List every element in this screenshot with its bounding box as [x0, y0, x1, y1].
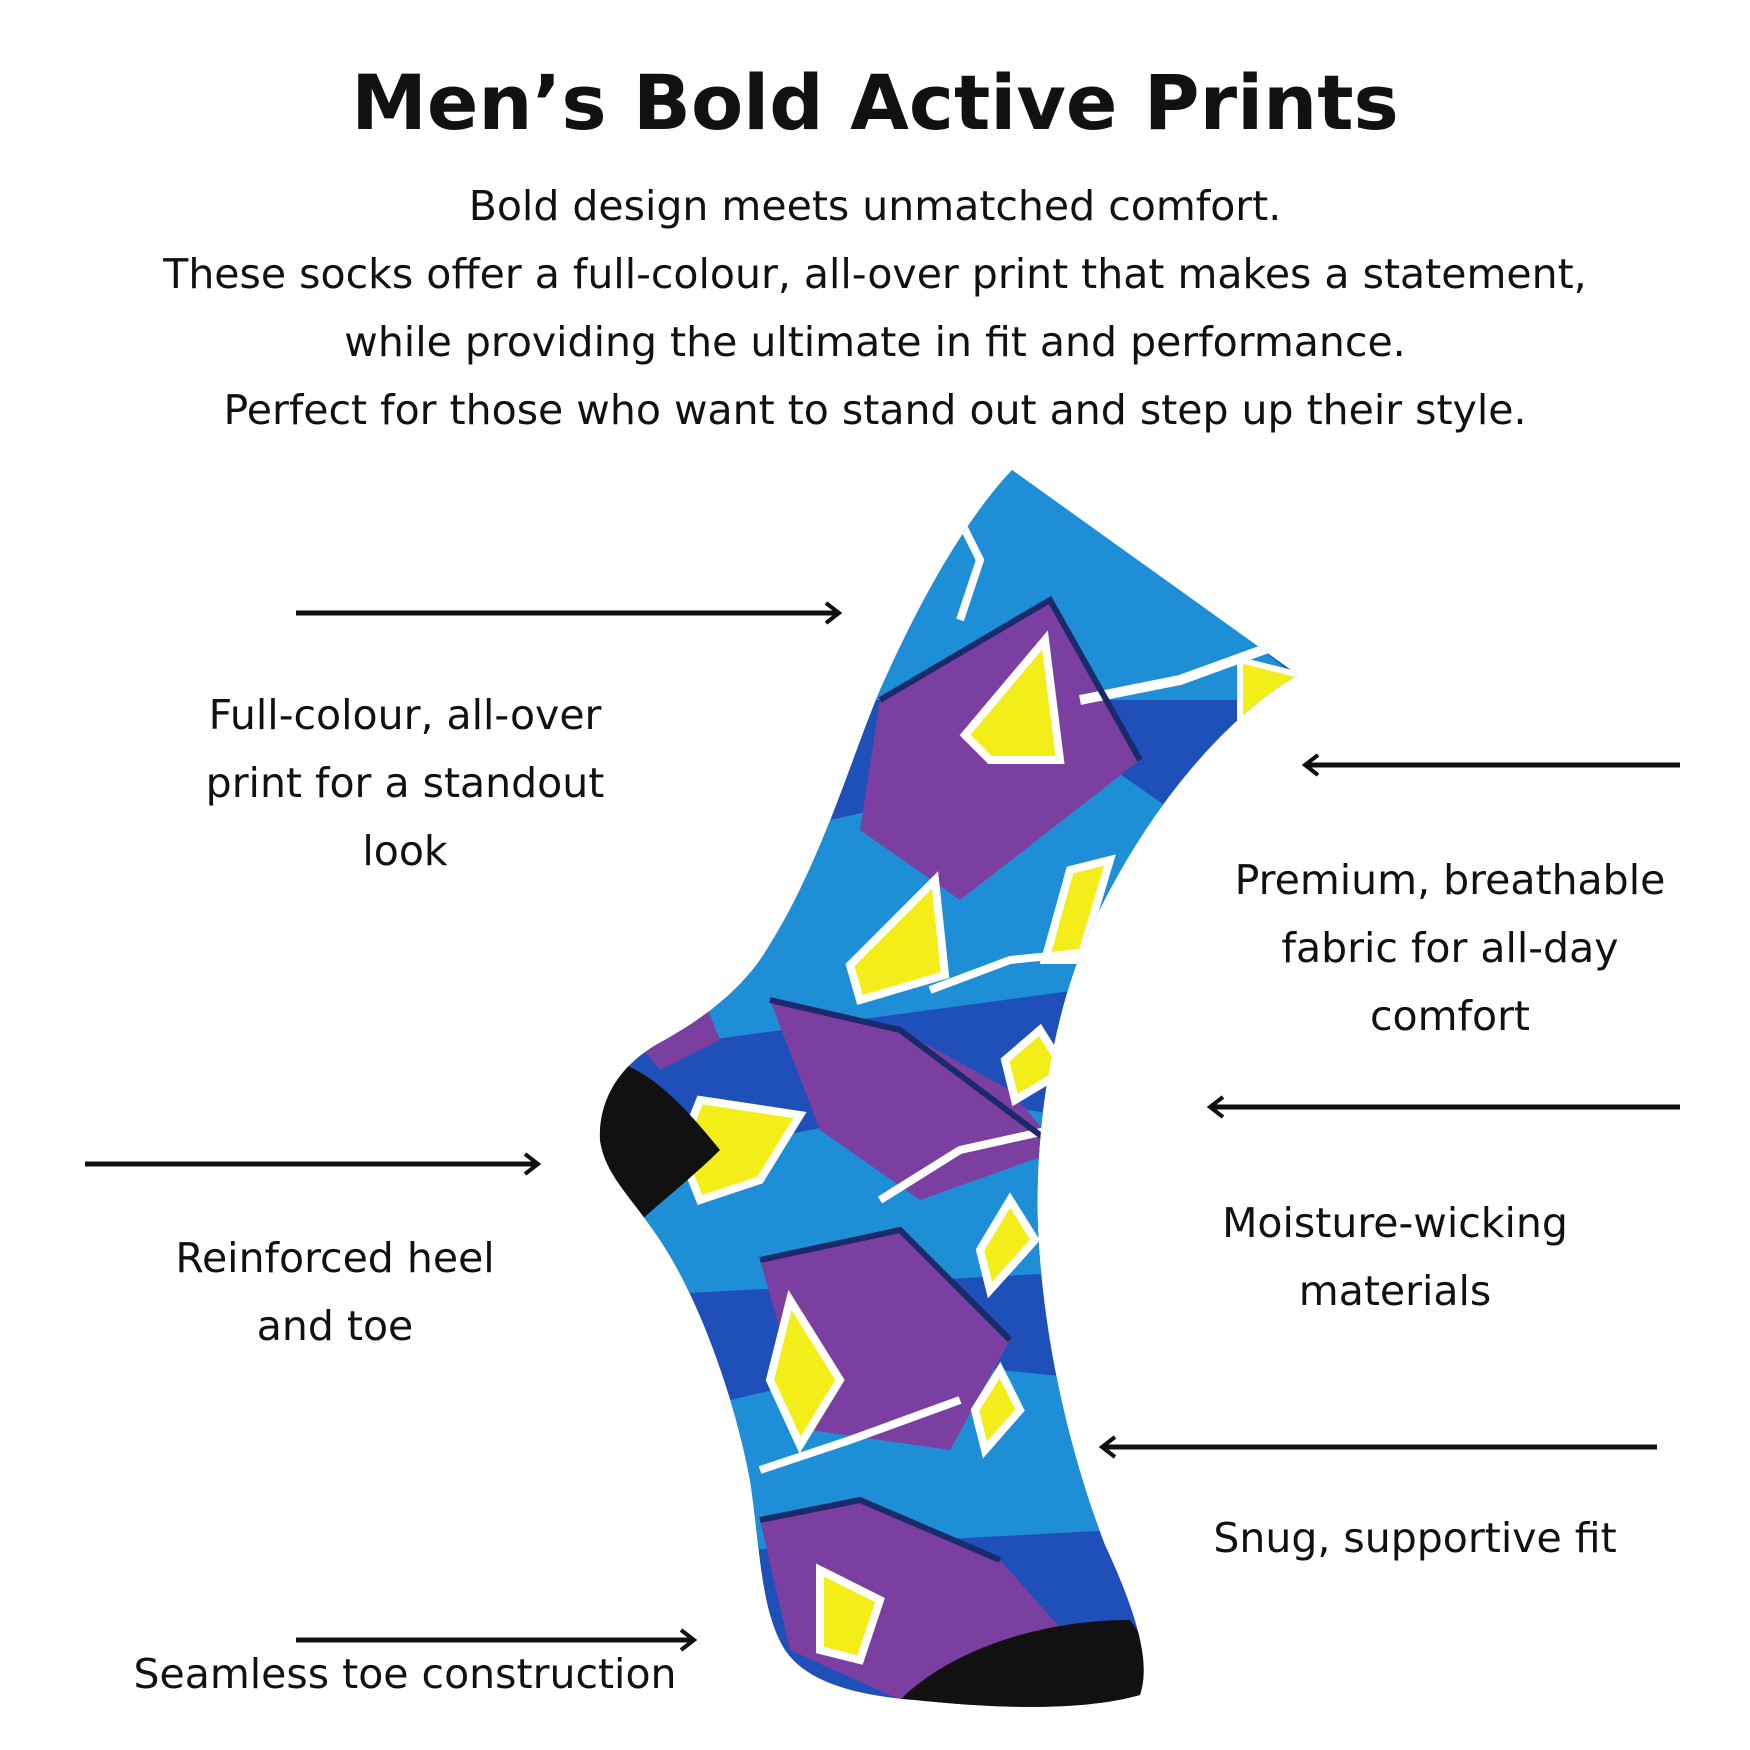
feature-premium-fabric: Premium, breathable fabric for all-day c…: [1180, 846, 1720, 1050]
feature-line: Reinforced heel: [175, 1234, 495, 1282]
arrow-left-icon: [1098, 1435, 1657, 1459]
feature-snug-fit: Snug, supportive fit: [1180, 1504, 1650, 1572]
feature-full-colour-print: Full-colour, all-over print for a stando…: [140, 681, 670, 885]
heel-reinforcement: [599, 1060, 720, 1240]
intro-line-1: Bold design meets unmatched comfort.: [468, 182, 1282, 230]
arrow-left-icon: [1206, 1095, 1680, 1119]
feature-line: materials: [1298, 1267, 1492, 1315]
feature-line: Moisture-wicking: [1222, 1199, 1568, 1247]
intro-paragraph: Bold design meets unmatched comfort. The…: [0, 172, 1750, 444]
feature-line: print for a standout: [205, 759, 605, 807]
arrow-right-icon: [85, 1152, 542, 1176]
feature-reinforced-heel-toe: Reinforced heel and toe: [100, 1224, 570, 1360]
feature-line: Full-colour, all-over: [208, 691, 602, 739]
feature-line: and toe: [256, 1302, 414, 1350]
page-title: Men’s Bold Active Prints: [351, 58, 1399, 147]
intro-line-2: These socks offer a full-colour, all-ove…: [163, 250, 1587, 298]
feature-line: Seamless toe construction: [133, 1650, 677, 1698]
feature-line: Snug, supportive fit: [1213, 1514, 1617, 1562]
feature-line: comfort: [1369, 992, 1531, 1040]
feature-seamless-toe: Seamless toe construction: [80, 1640, 730, 1708]
feature-moisture-wicking: Moisture-wicking materials: [1170, 1189, 1620, 1325]
arrow-right-icon: [296, 601, 843, 625]
feature-line: Premium, breathable: [1234, 856, 1666, 904]
feature-line: look: [362, 827, 448, 875]
toe-reinforcement: [900, 1620, 1154, 1707]
intro-line-3: while providing the ultimate in fit and …: [344, 318, 1406, 366]
intro-line-4: Perfect for those who want to stand out …: [223, 386, 1527, 434]
feature-line: fabric for all-day: [1281, 924, 1619, 972]
arrow-left-icon: [1301, 753, 1680, 777]
arrow-right-icon: [296, 1628, 698, 1652]
